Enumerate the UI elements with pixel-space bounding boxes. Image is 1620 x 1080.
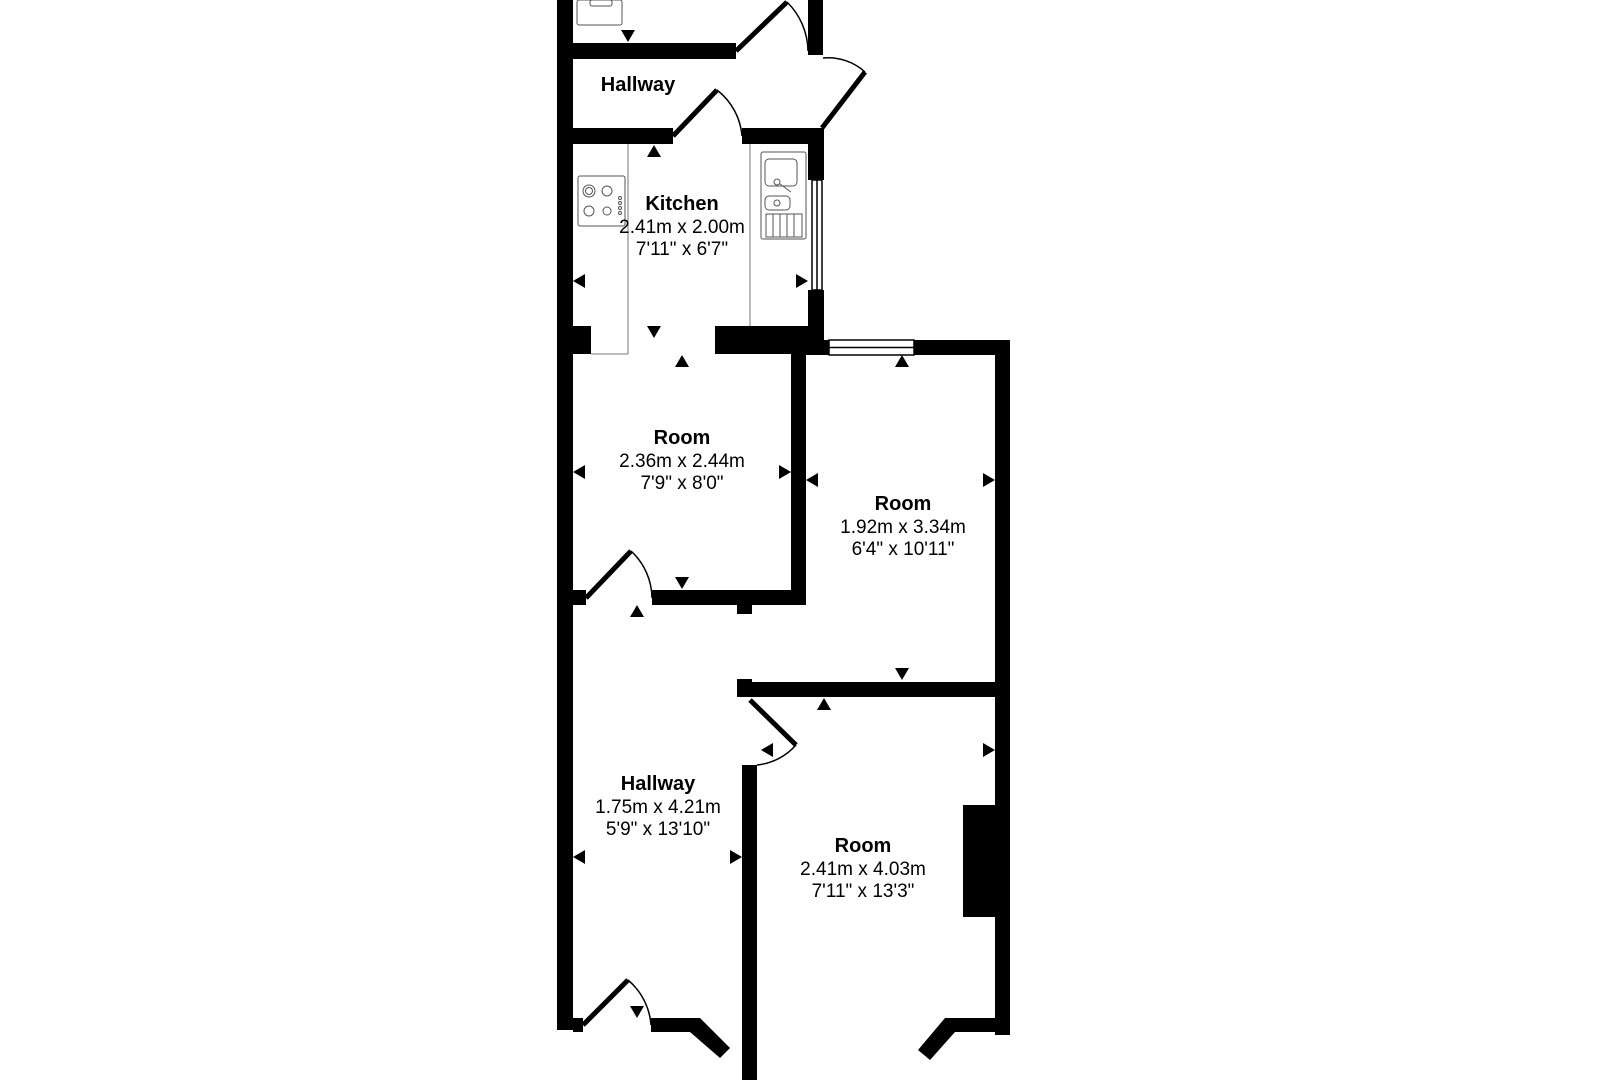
- windows: [811, 179, 915, 356]
- room-label-middle-left: Room 2.36m x 2.44m 7'9" x 8'0": [619, 427, 745, 495]
- room-dimensions-metric: 1.92m x 3.34m: [840, 516, 966, 538]
- room-name: Kitchen: [645, 193, 719, 215]
- room-name: Room: [653, 427, 711, 449]
- room-label-middle-right: Room 1.92m x 3.34m 6'4" x 10'11": [840, 493, 966, 561]
- dimension-markers: [573, 30, 995, 1018]
- room-dimensions-imperial: 7'11" x 13'3": [811, 881, 915, 902]
- sink-icon: [760, 151, 807, 240]
- room-dimensions-imperial: 6'4" x 10'11": [851, 539, 955, 560]
- appliance-icon: [576, 0, 623, 26]
- room-dimensions-imperial: 7'9" x 8'0": [640, 473, 724, 494]
- room-name: Room: [834, 835, 892, 857]
- walls: [557, 0, 1010, 1080]
- room-name: Hallway: [620, 773, 696, 795]
- room-dimensions-metric: 1.75m x 4.21m: [595, 796, 721, 818]
- room-dimensions-metric: 2.41m x 4.03m: [800, 858, 926, 880]
- kitchen-worktops: [591, 144, 751, 355]
- room-name: Room: [874, 493, 932, 515]
- doors: [581, 0, 867, 1027]
- room-dimensions-metric: 2.36m x 2.44m: [619, 450, 745, 472]
- room-dimensions-metric: 2.41m x 2.00m: [619, 216, 745, 238]
- room-dimensions-imperial: 5'9" x 13'10": [605, 819, 711, 840]
- room-name: Hallway: [600, 74, 676, 96]
- room-dimensions-imperial: 7'11" x 6'7": [635, 239, 729, 260]
- room-label-hallway-lower: Hallway 1.75m x 4.21m 5'9" x 13'10": [595, 773, 721, 841]
- room-label-hallway-upper: Hallway: [601, 74, 675, 98]
- room-label-front: Room 2.41m x 4.03m 7'11" x 13'3": [800, 835, 926, 903]
- hob-icon: [577, 175, 626, 227]
- room-label-kitchen: Kitchen 2.41m x 2.00m 7'11" x 6'7": [619, 193, 745, 261]
